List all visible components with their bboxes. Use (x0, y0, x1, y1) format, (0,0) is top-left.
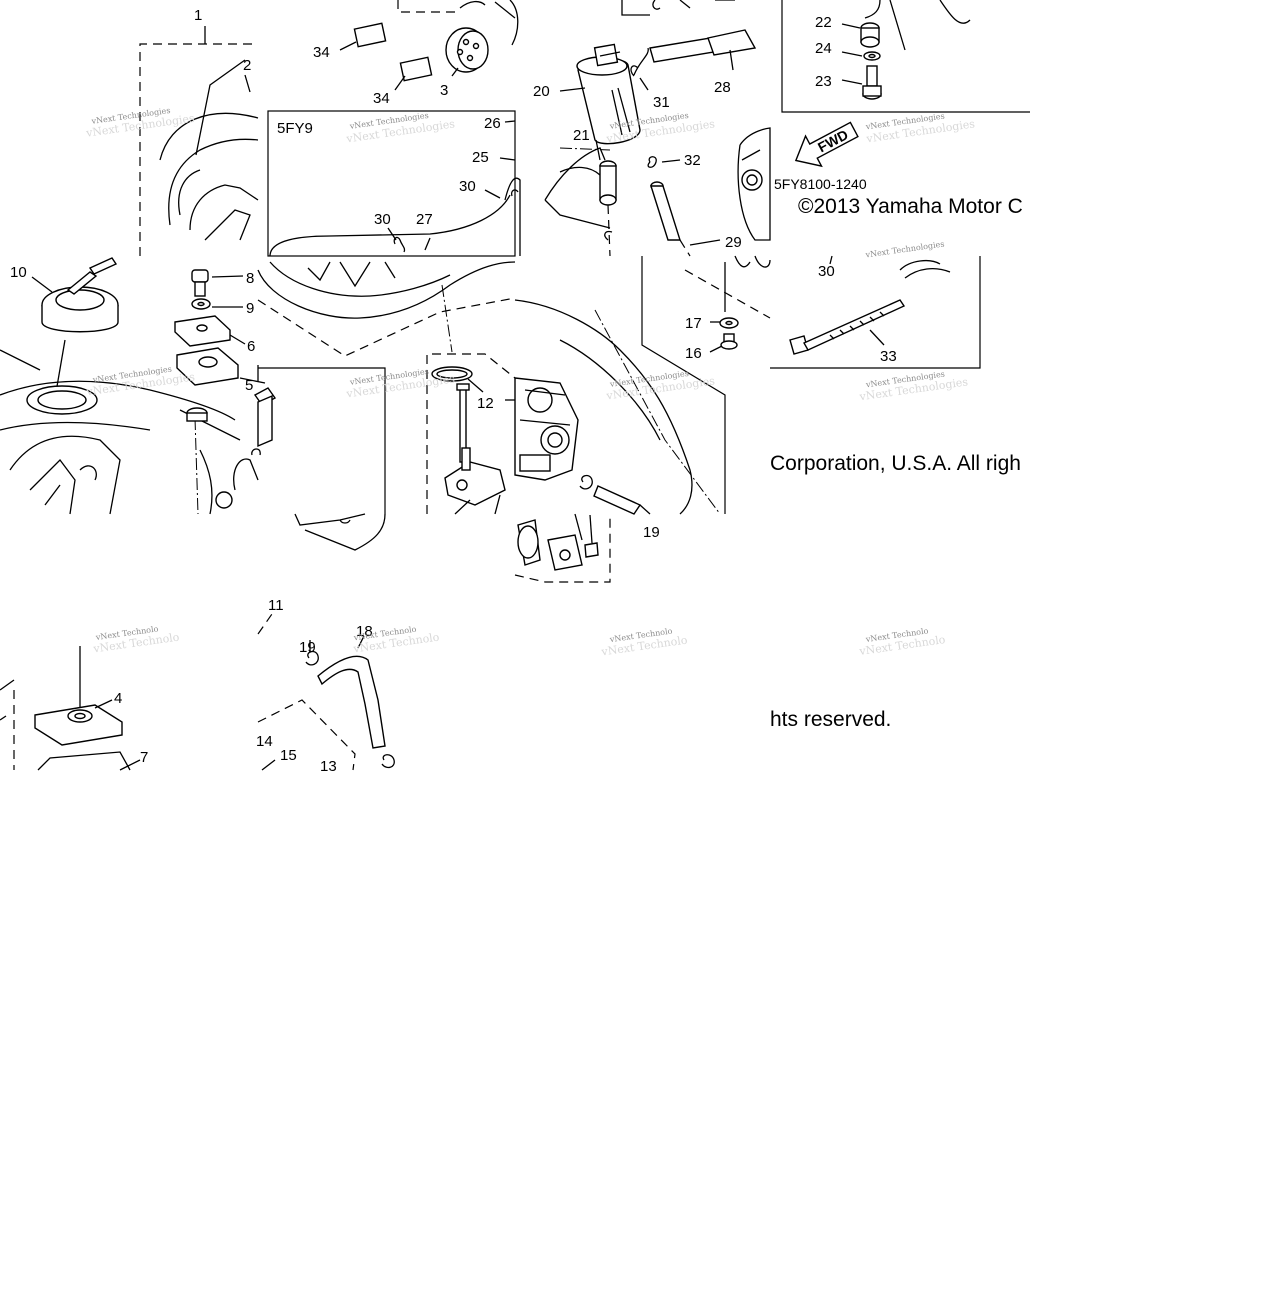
cable-tie-part (789, 299, 906, 355)
fuel-hose-part (649, 29, 757, 71)
callout-23: 23 (815, 73, 832, 90)
callout-15: 15 (280, 747, 297, 764)
callout-28: 28 (714, 79, 731, 96)
callout-27: 27 (416, 211, 433, 228)
callout-21: 21 (573, 127, 590, 144)
callout-29: 29 (725, 234, 742, 251)
petcock-part (444, 383, 506, 515)
copyright-line-1: ©2013 Yamaha Motor C (798, 195, 1023, 218)
carb-body-part (514, 377, 579, 481)
tile-cable-tie (770, 255, 981, 369)
tile-carburetor (514, 255, 771, 515)
bracket-4-part (34, 699, 123, 746)
washer-17-part (710, 317, 739, 329)
tile-fwd-copyright: FWD 5FY8100-1240 ©2013 Yamaha Motor C (774, 121, 1023, 218)
nut-part (841, 22, 880, 48)
callout-26: 26 (484, 115, 501, 132)
tile-tank-top (139, 26, 259, 256)
callout-12: 12 (477, 395, 494, 412)
callout-32: 32 (684, 152, 701, 169)
callout-33: 33 (880, 348, 897, 365)
callout-19: 19 (299, 639, 316, 656)
fuel-pump-part (559, 43, 641, 145)
tile-tank-center (257, 261, 516, 515)
callout-30: 30 (459, 178, 476, 195)
callout-2: 2 (243, 57, 251, 74)
callout-20: 20 (533, 83, 550, 100)
watermark-text: vNext Technologies (864, 239, 945, 259)
callout-25: 25 (472, 149, 489, 166)
tile-carb-bottom (514, 513, 611, 583)
bolt-16-part (709, 333, 738, 353)
tile-tank-mid (0, 257, 277, 515)
callout-31: 31 (653, 94, 670, 111)
bracket-6-part (174, 315, 246, 347)
callout-34: 34 (373, 90, 390, 107)
fwd-label: FWD (815, 126, 851, 155)
callout-18: 18 (356, 623, 373, 640)
callout-11: 11 (268, 597, 284, 614)
tile-inset-5fy9 (267, 0, 521, 257)
tile-vent-hose (257, 513, 395, 771)
inset-label: 5FY9 (277, 120, 313, 137)
callout-9: 9 (246, 300, 254, 317)
callout-5: 5 (245, 377, 253, 394)
tile-tank-bottom (0, 646, 141, 771)
callout-7: 7 (140, 749, 148, 766)
callout-3: 3 (440, 82, 448, 99)
callout-8: 8 (246, 270, 254, 287)
callout-1: 1 (194, 7, 202, 24)
callout-14: 14 (256, 733, 273, 750)
copyright-line-3: hts reserved. (770, 708, 891, 731)
damper-5-part (176, 347, 266, 386)
tile-bolt-stack (781, 0, 1030, 113)
bolt-part (841, 65, 882, 100)
callout-17: 17 (685, 315, 702, 332)
copyright-line-2: Corporation, U.S.A. All righ (770, 452, 1021, 475)
callout-30: 30 (374, 211, 391, 228)
washer-9-part (191, 298, 243, 310)
fuel-cap-part (31, 257, 119, 333)
callout-10: 10 (10, 264, 27, 281)
fuel-filter-part (445, 27, 489, 77)
callout-34: 34 (313, 44, 330, 61)
watermarks: vNext Technologies vNext Technologies vN… (84, 106, 976, 659)
callout-13: 13 (320, 758, 337, 775)
callout-6: 6 (247, 338, 255, 355)
vent-hose-part (317, 635, 386, 749)
callout-19: 19 (643, 524, 660, 541)
tile-fuel-pump (544, 0, 771, 257)
callout-numbers: 1 2 34 34 3 5FY9 26 25 30 30 27 20 21 31… (10, 7, 897, 775)
callout-22: 22 (815, 14, 832, 31)
callout-24: 24 (815, 40, 832, 57)
part-code: 5FY8100-1240 (774, 176, 867, 192)
callout-30: 30 (818, 263, 835, 280)
fwd-arrow-icon: FWD (794, 121, 859, 168)
callout-16: 16 (685, 345, 702, 362)
washer-part (841, 51, 881, 61)
callout-4: 4 (114, 690, 122, 707)
bolt-8-part (191, 269, 244, 297)
